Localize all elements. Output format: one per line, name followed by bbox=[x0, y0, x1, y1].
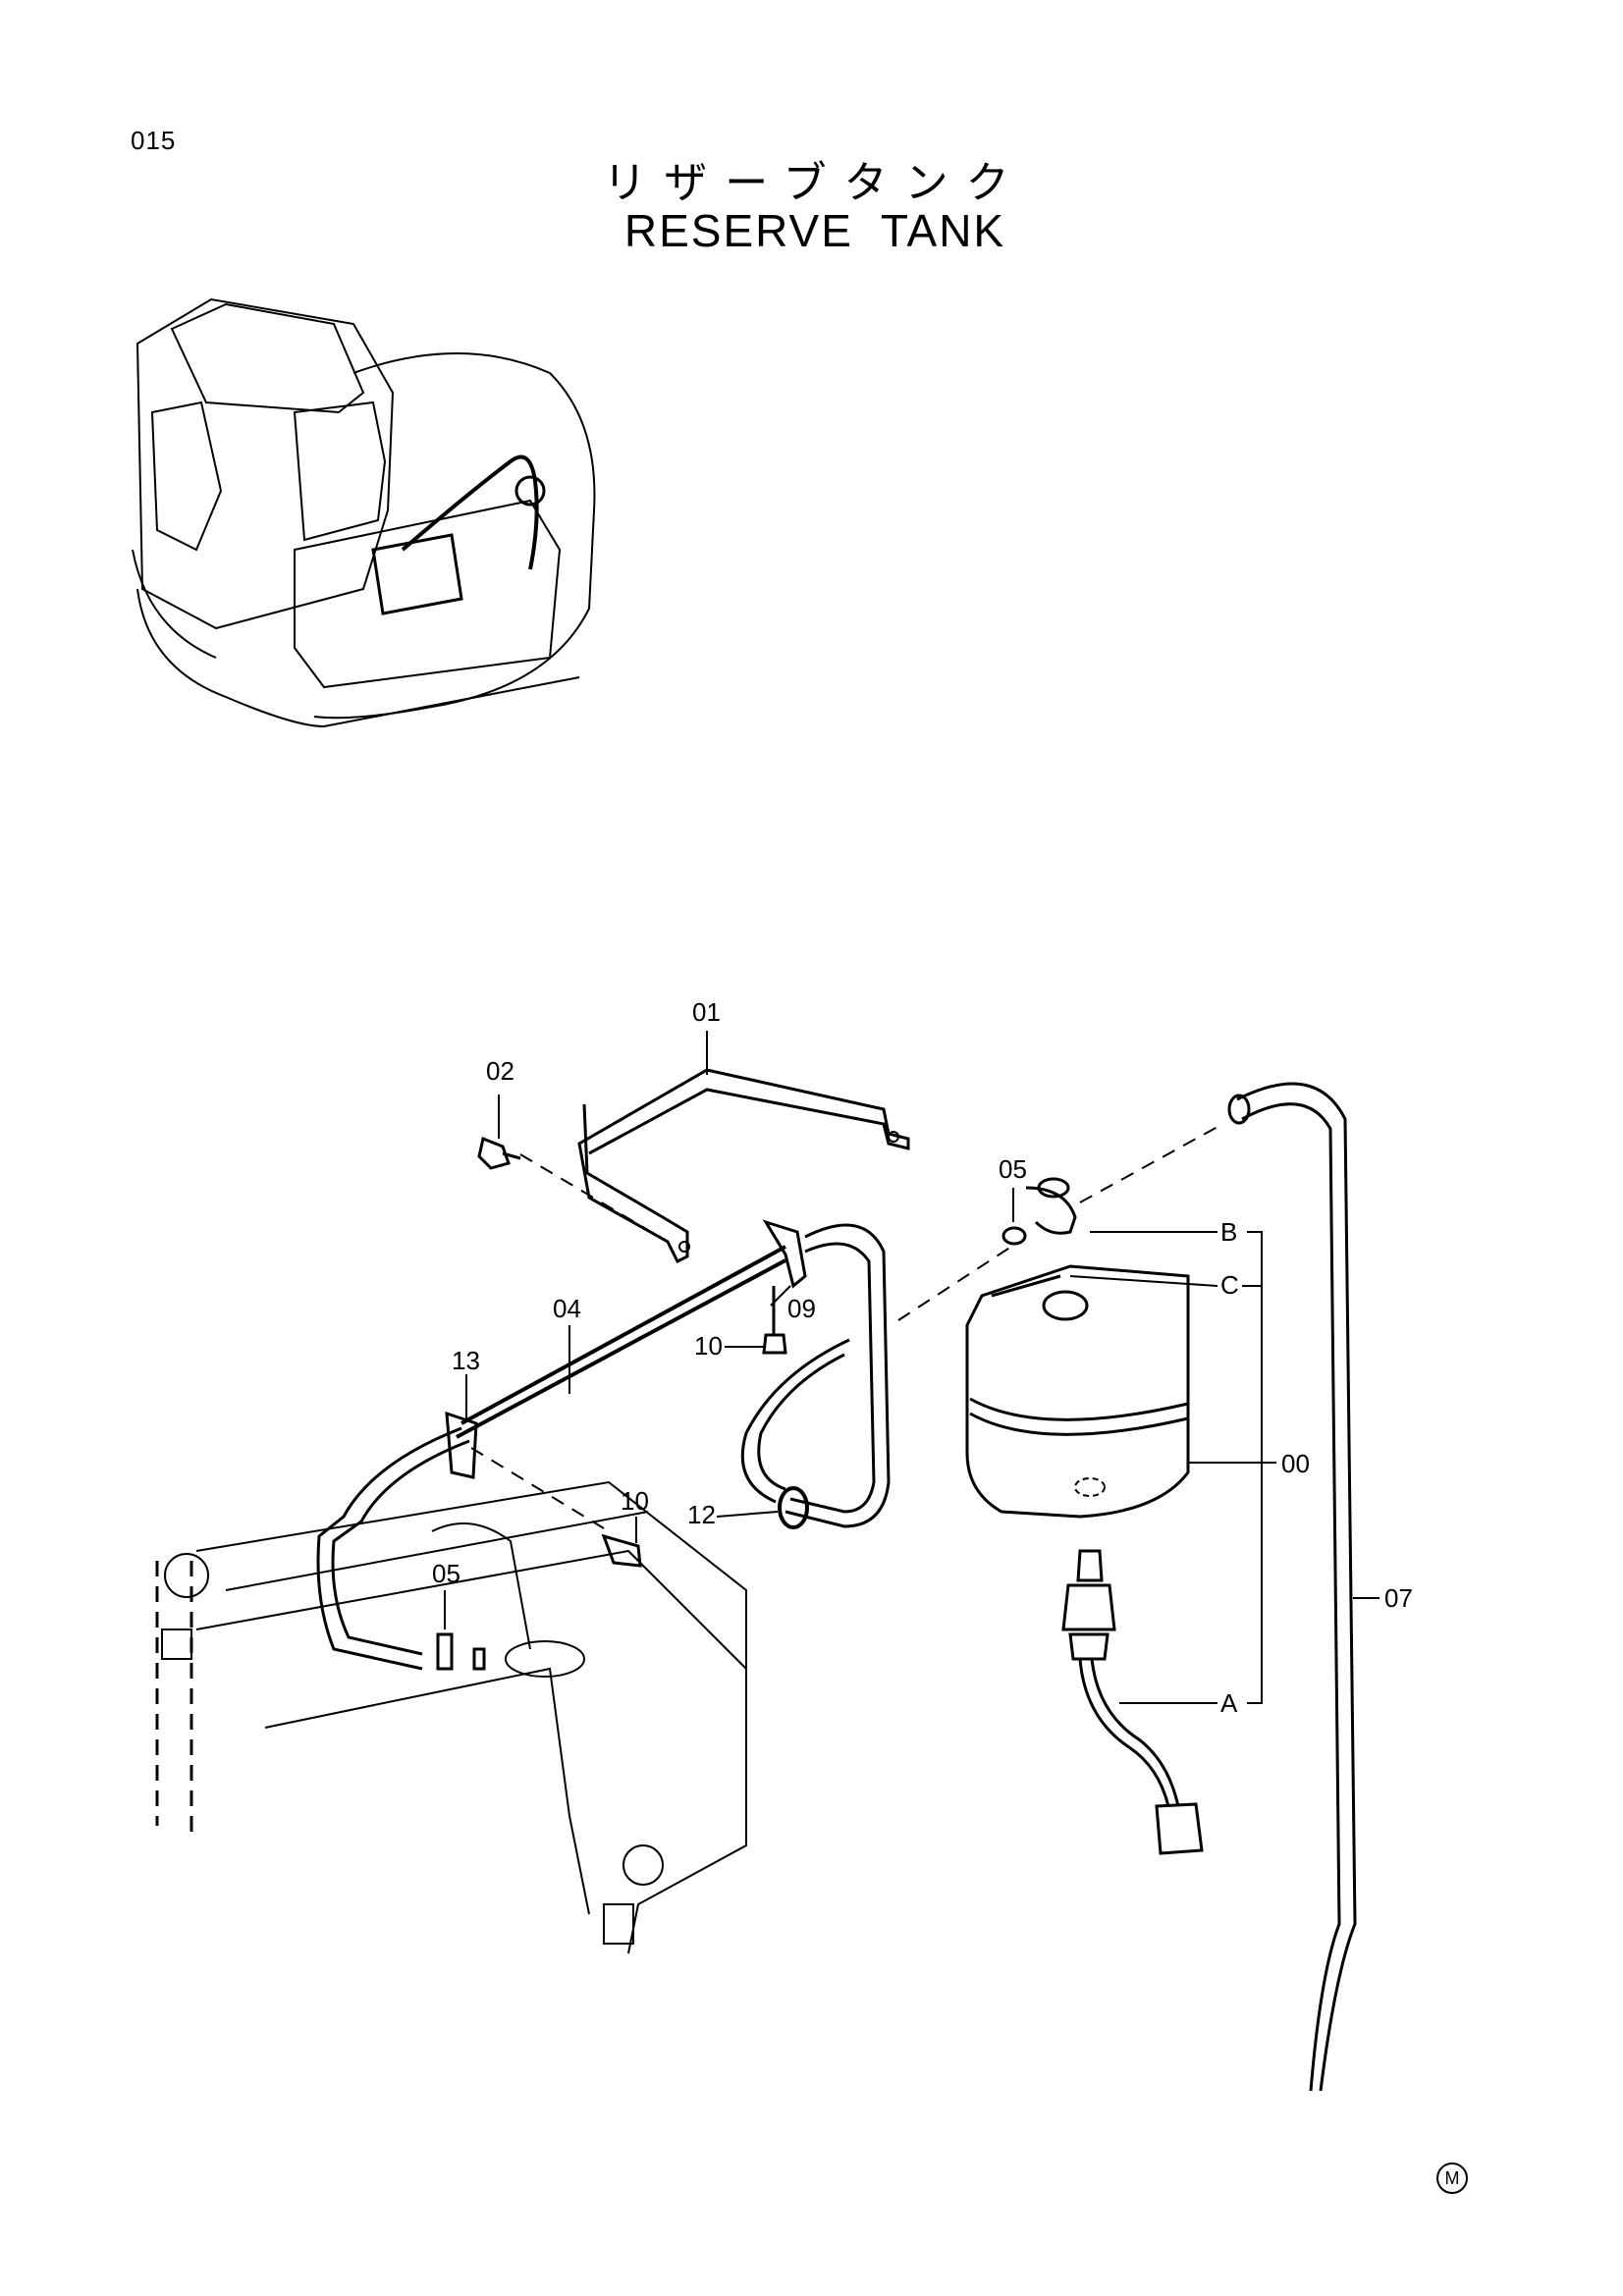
callout-10-lower: 10 bbox=[621, 1486, 649, 1516]
callout-10-upper: 10 bbox=[694, 1331, 723, 1361]
callout-04: 04 bbox=[553, 1294, 581, 1323]
callout-labels: 01 02 05 B C 04 09 10 13 00 10 12 05 07 … bbox=[432, 997, 1413, 1718]
callout-C: C bbox=[1220, 1270, 1239, 1300]
callout-01: 01 bbox=[692, 997, 721, 1027]
callout-12: 12 bbox=[687, 1500, 716, 1529]
corner-mark: M bbox=[1436, 2163, 1468, 2194]
title-japanese: リザーブタンク bbox=[603, 158, 1027, 208]
callout-B: B bbox=[1220, 1217, 1237, 1247]
callout-02: 02 bbox=[486, 1056, 514, 1086]
page-code: 015 bbox=[131, 126, 177, 155]
callout-05-upper: 05 bbox=[999, 1154, 1027, 1184]
callout-00: 00 bbox=[1281, 1449, 1310, 1478]
callout-A: A bbox=[1220, 1688, 1238, 1718]
callout-05-lower: 05 bbox=[432, 1559, 460, 1588]
main-drawing bbox=[155, 1031, 1380, 2092]
callout-13: 13 bbox=[452, 1346, 480, 1375]
machine-overview bbox=[132, 297, 596, 728]
callout-09: 09 bbox=[787, 1294, 816, 1323]
callout-07: 07 bbox=[1384, 1583, 1413, 1613]
title-english: RESERVE TANK bbox=[623, 205, 1006, 256]
